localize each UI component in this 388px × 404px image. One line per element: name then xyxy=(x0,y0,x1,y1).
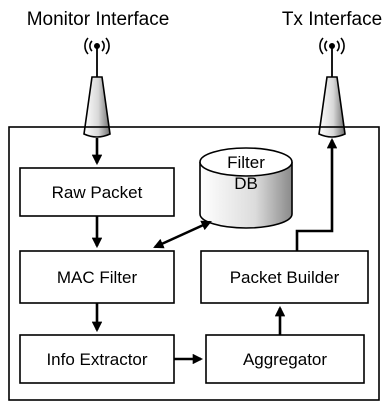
system-boundary xyxy=(8,126,380,401)
antenna-icon-tx xyxy=(318,76,346,138)
filter-db-cylinder xyxy=(199,147,293,229)
mac-filter-block xyxy=(19,250,175,304)
wireless-signal-icon-monitor xyxy=(84,37,110,55)
arrow-packet-builder-to-tx-antenna xyxy=(295,137,338,251)
info-extractor-block xyxy=(19,334,175,384)
tx-interface-label: Tx Interface xyxy=(282,9,382,30)
info-extractor-label: Info Extractor xyxy=(46,350,147,369)
aggregator-label: Aggregator xyxy=(243,350,327,369)
raw-packet-block xyxy=(19,167,175,217)
mac-filter-label: MAC Filter xyxy=(57,268,138,287)
packet-builder-label: Packet Builder xyxy=(230,268,340,287)
filter-db-label-line2: DB xyxy=(234,174,258,193)
antenna-icon-monitor xyxy=(83,76,111,138)
monitor-interface-label: Monitor Interface xyxy=(27,9,170,30)
arrow-mac-filter-db-bidirectional xyxy=(153,220,212,249)
raw-packet-label: Raw Packet xyxy=(52,183,143,202)
packet-builder-block xyxy=(200,250,369,304)
filter-db-label-line1: Filter xyxy=(227,153,265,172)
aggregator-block xyxy=(205,334,365,384)
